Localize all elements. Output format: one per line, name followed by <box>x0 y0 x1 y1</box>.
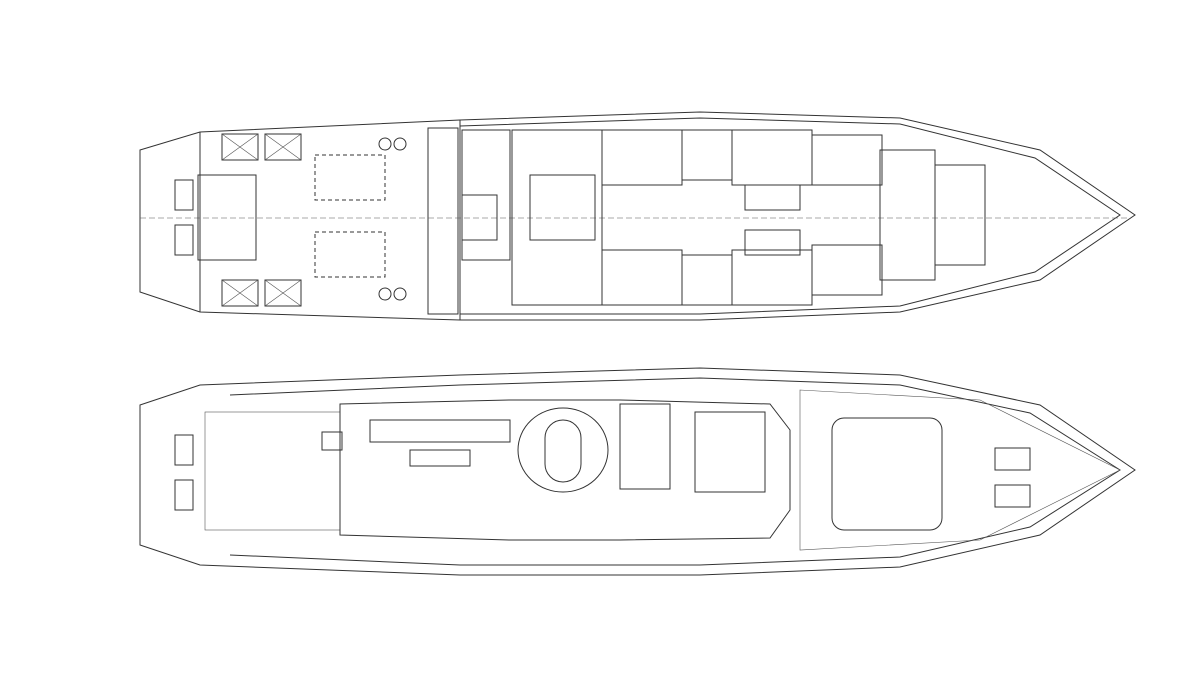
lower-deck-inner-hull <box>459 117 1121 315</box>
cabins <box>461 129 986 306</box>
main-deck-hull <box>139 367 1136 576</box>
windlass <box>994 447 1031 471</box>
lower-deck-plan <box>139 111 1136 321</box>
engine-room <box>174 133 407 307</box>
aft-deck-teak <box>204 411 361 531</box>
dining-table <box>544 419 582 483</box>
lower-deck-hull <box>139 111 1136 321</box>
main-deck-plan <box>139 367 1136 576</box>
foredeck-teak <box>799 389 1121 551</box>
engine-room-bulkhead <box>427 127 459 315</box>
coffee-table <box>409 449 471 467</box>
windlass <box>994 484 1031 508</box>
aft-hatch <box>321 431 343 451</box>
foredeck-sunpad <box>831 417 943 531</box>
dining-area <box>517 407 609 493</box>
galley <box>619 403 671 490</box>
wheelhouse <box>694 411 766 493</box>
saloon <box>339 399 791 541</box>
sofa <box>369 419 511 443</box>
